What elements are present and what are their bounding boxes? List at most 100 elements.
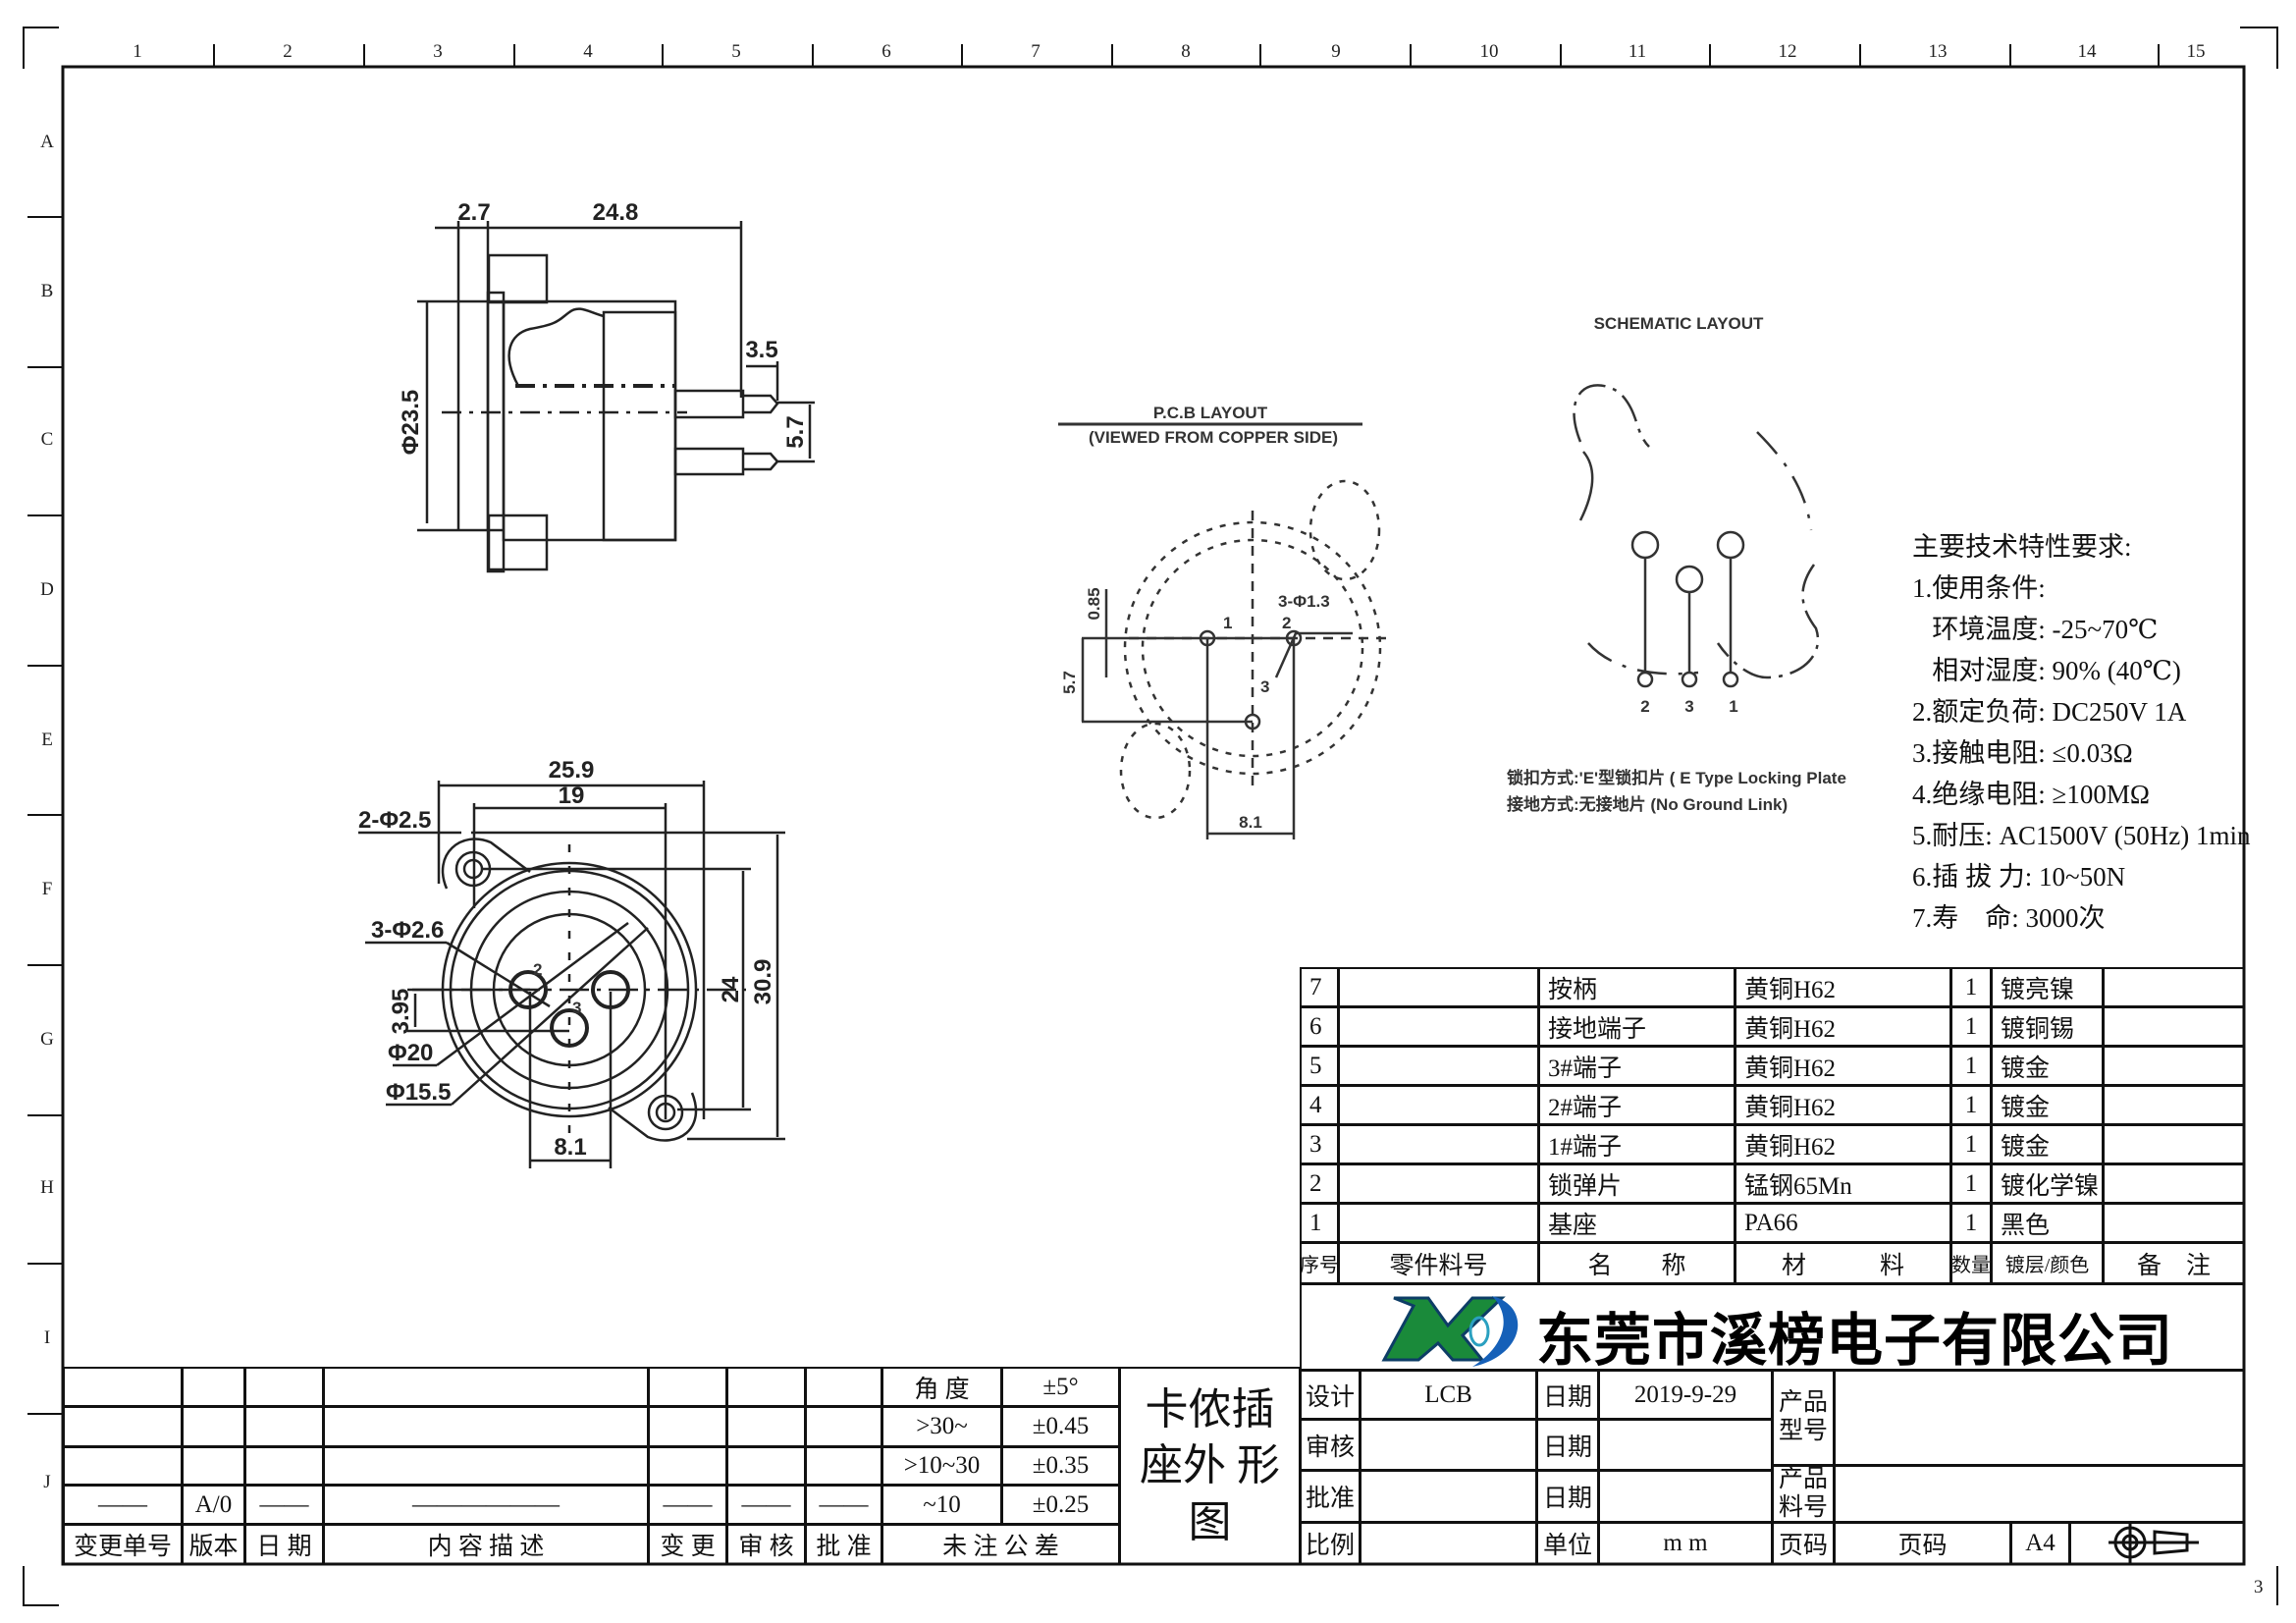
parts-table-header: 备 注 — [2103, 1242, 2245, 1284]
tech-requirement-line: 5.耐压: AC1500V (50Hz) 1min — [1912, 821, 2251, 850]
tech-requirement-line: 相对湿度: 90% (40℃) — [1912, 656, 2181, 685]
column-marker: 10 — [1480, 41, 1499, 62]
label-mount-holes: 2-Φ2.5 — [358, 807, 431, 834]
parts-table-quantity-cell: 1 — [1950, 1203, 1992, 1243]
revision-empty-cell — [805, 1446, 882, 1486]
schematic-title: SCHEMATIC LAYOUT — [1594, 314, 1764, 333]
pcb-pin-label: 3 — [1260, 677, 1269, 696]
revision-empty-cell — [323, 1367, 649, 1407]
page-label: 页码 — [1772, 1522, 1835, 1565]
revision-empty-cell — [182, 1367, 245, 1407]
scale-label: 比例 — [1300, 1522, 1361, 1565]
parts-table-seq-cell: 3 — [1300, 1124, 1339, 1164]
tolerance-value-cell: ±0.45 — [1001, 1406, 1120, 1447]
column-marker: 13 — [1929, 41, 1948, 62]
parts-table-part-number-cell — [1338, 1085, 1539, 1125]
parts-table-quantity-cell: 1 — [1950, 1163, 1992, 1204]
column-marker: 14 — [2078, 41, 2098, 62]
row-marker: G — [40, 1029, 54, 1050]
design-label: 设计 — [1300, 1370, 1361, 1420]
revision-value-cell: —— — [244, 1485, 324, 1525]
row-marker: E — [41, 730, 53, 750]
parts-table-header: 零件料号 — [1338, 1242, 1539, 1284]
parts-table-remark-cell — [2103, 1085, 2245, 1125]
parts-table-material-cell: PA66 — [1735, 1203, 1951, 1243]
column-marker: 6 — [881, 41, 891, 62]
revision-empty-cell — [726, 1367, 806, 1407]
parts-table-header: 镀层/颜色 — [1991, 1242, 2104, 1284]
revision-empty-cell — [63, 1446, 183, 1486]
pcb-dim-0-85: 0.85 — [1085, 587, 1103, 620]
parts-table-header: 序号 — [1300, 1242, 1339, 1284]
page-value: 页码 — [1834, 1522, 2011, 1565]
tolerance-range-cell: >10~30 — [881, 1446, 1002, 1486]
tolerance-range-cell: 角 度 — [881, 1367, 1002, 1407]
parts-table-finish-cell: 镀亮镍 — [1991, 967, 2104, 1007]
parts-table-finish-cell: 镀金 — [1991, 1085, 2104, 1125]
parts-table-material-cell: 黄铜H62 — [1735, 1046, 1951, 1086]
date-label: 日期 — [1536, 1370, 1599, 1420]
revision-header-cell: 变 更 — [648, 1524, 727, 1565]
row-marker: H — [40, 1177, 54, 1198]
parts-table-part-number-cell — [1338, 967, 1539, 1007]
technical-requirements: 主要技术特性要求: 1.使用条件: 环境温度: -25~70℃ 相对湿度: 90… — [1912, 526, 2251, 939]
revision-empty-cell — [648, 1446, 727, 1486]
designer-value: LCB — [1360, 1370, 1537, 1420]
parts-table-finish-cell: 镀铜锡 — [1991, 1006, 2104, 1047]
parts-table-material-cell: 黄铜H62 — [1735, 1085, 1951, 1125]
reviewer-value — [1360, 1419, 1537, 1471]
dim-19: 19 — [559, 783, 585, 809]
revision-empty-cell — [323, 1446, 649, 1486]
column-marker: 11 — [1629, 41, 1646, 62]
tech-requirement-line: 3.接触电阻: ≤0.03Ω — [1912, 738, 2133, 768]
revision-value-cell: —————— — [323, 1485, 649, 1525]
pcb-layout-subtitle: (VIEWED FROM COPPER SIDE) — [1089, 428, 1338, 447]
front-view — [358, 781, 785, 1168]
parts-table-quantity-cell: 1 — [1950, 1006, 1992, 1047]
parts-table-part-number-cell — [1338, 1203, 1539, 1243]
company-banner — [1300, 1283, 2245, 1371]
product-model-value — [1834, 1370, 2245, 1466]
parts-table-header: 名 称 — [1538, 1242, 1735, 1284]
tech-requirement-line: 6.插 拔 力: 10~50N — [1912, 862, 2126, 892]
revision-value-cell: —— — [726, 1485, 806, 1525]
revision-header-cell: 日 期 — [244, 1524, 324, 1565]
revision-value-cell: —— — [648, 1485, 727, 1525]
schematic-pin-label: 1 — [1729, 697, 1737, 716]
revision-empty-cell — [726, 1446, 806, 1486]
revision-value-cell: —— — [63, 1485, 183, 1525]
parts-table-part-number-cell — [1338, 1006, 1539, 1047]
revision-empty-cell — [244, 1406, 324, 1447]
parts-table-finish-cell: 镀金 — [1991, 1124, 2104, 1164]
pcb-layout-title: P.C.B LAYOUT — [1153, 404, 1268, 422]
tech-title: 主要技术特性要求: — [1912, 532, 2132, 562]
date-label: 日期 — [1536, 1470, 1599, 1523]
parts-table-seq-cell: 2 — [1300, 1163, 1339, 1204]
tech-requirement-line: 4.绝缘电阻: ≥100MΩ — [1912, 780, 2150, 809]
column-marker: 8 — [1181, 41, 1191, 62]
unit-value: m m — [1598, 1522, 1773, 1565]
row-marker: A — [40, 132, 54, 152]
company-logo — [1381, 1296, 1519, 1367]
parts-table-quantity-cell: 1 — [1950, 967, 1992, 1007]
review-date-value — [1598, 1419, 1773, 1471]
design-date-value: 2019-9-29 — [1598, 1370, 1773, 1420]
revision-empty-cell — [182, 1406, 245, 1447]
label-dia-20: Φ20 — [388, 1040, 433, 1066]
parts-table-part-number-cell — [1338, 1046, 1539, 1086]
dim-8-1: 8.1 — [554, 1134, 586, 1161]
revision-empty-cell — [323, 1406, 649, 1447]
dim-5-7: 5.7 — [782, 415, 809, 448]
parts-table-quantity-cell: 1 — [1950, 1085, 1992, 1125]
parts-table-name-cell: 3#端子 — [1538, 1046, 1735, 1086]
row-marker: D — [40, 579, 54, 600]
parts-table-material-cell: 锰钢65Mn — [1735, 1163, 1951, 1204]
tolerance-value-cell: ±0.25 — [1001, 1485, 1120, 1525]
column-marker: 2 — [283, 41, 293, 62]
company-name: 东莞市溪榜电子有限公司 — [1536, 1309, 2174, 1373]
parts-table-seq-cell: 1 — [1300, 1203, 1339, 1243]
projection-cell — [2069, 1522, 2245, 1565]
dim-3-5: 3.5 — [745, 337, 777, 363]
paper-size-value: A4 — [2010, 1522, 2070, 1565]
